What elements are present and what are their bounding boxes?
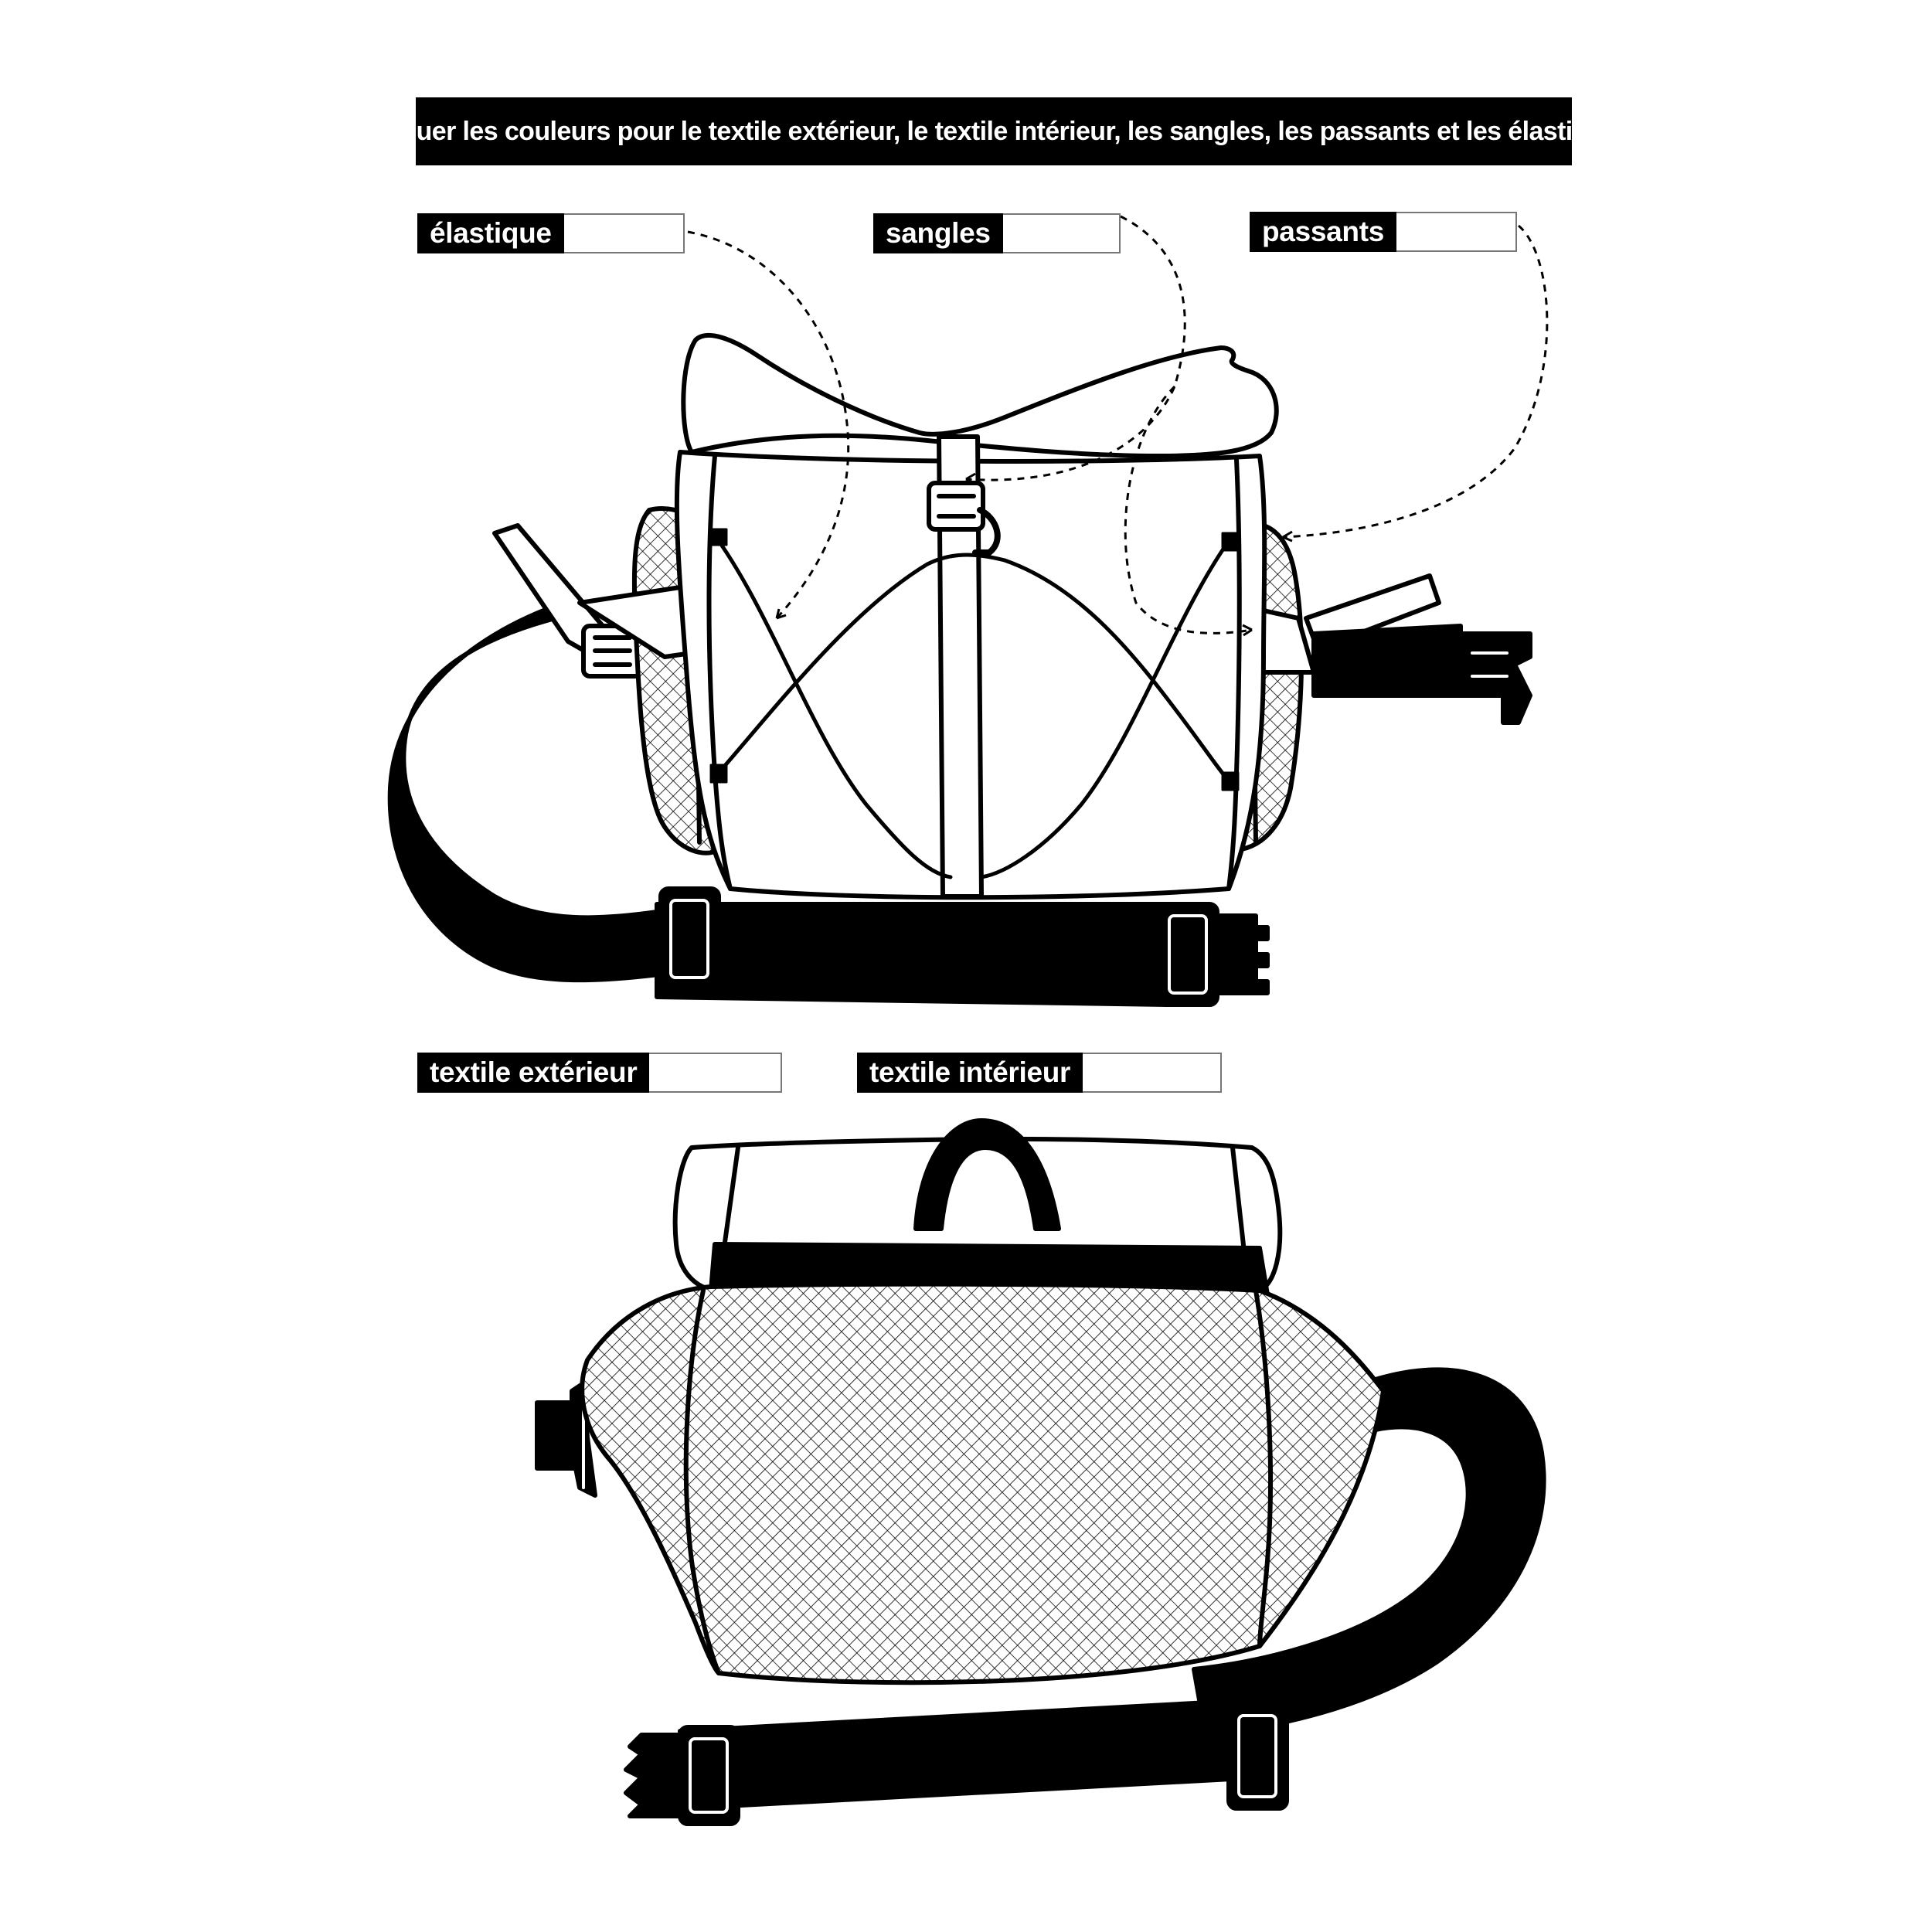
front-right-belt-stub	[1311, 624, 1463, 698]
sangles-color-input[interactable]	[1002, 213, 1121, 253]
front-bag-icon	[387, 332, 1532, 1007]
front-elastic-cord-left	[716, 539, 953, 879]
back-belt-buckle-left	[624, 1733, 682, 1818]
back-bag-icon	[535, 1118, 1546, 1826]
elastique-color-input[interactable]	[563, 213, 685, 253]
field-label-textile-exterieur: textile extérieur	[417, 1053, 650, 1093]
field-textile-exterieur: textile extérieur	[417, 1053, 782, 1093]
field-label-sangles: sangles	[873, 213, 1003, 253]
front-right-buckle	[1458, 631, 1532, 725]
front-belt-slider-left	[658, 886, 721, 992]
back-left-buckle	[535, 1381, 597, 1498]
leader-lines	[687, 215, 1549, 637]
passants-color-input[interactable]	[1396, 212, 1517, 252]
instructions-banner: Indiquer les couleurs pour le textile ex…	[355, 97, 1632, 165]
textile-interieur-color-input[interactable]	[1083, 1053, 1222, 1093]
front-belt-buckle-right	[1215, 913, 1270, 995]
field-elastique: élastique	[417, 213, 685, 253]
back-bottom-strap	[678, 1698, 1262, 1811]
textile-exterieur-color-input[interactable]	[649, 1053, 782, 1093]
front-center-strap	[937, 434, 984, 899]
field-label-elastique: élastique	[417, 213, 564, 253]
field-label-passants: passants	[1250, 212, 1397, 252]
back-belt-slider-right	[1226, 1702, 1289, 1811]
front-roll-top	[681, 332, 1279, 458]
front-belt-bottom	[655, 902, 1169, 1007]
front-elastic-cord-right	[1002, 558, 1231, 783]
front-center-buckle	[927, 481, 985, 532]
field-sangles: sangles	[873, 213, 1121, 253]
back-mesh-panel	[580, 1281, 1386, 1685]
back-handle-loop	[913, 1118, 1061, 1231]
field-label-textile-interieur: textile intérieur	[857, 1053, 1083, 1093]
field-passants: passants	[1250, 212, 1517, 252]
field-textile-interieur: textile intérieur	[857, 1053, 1222, 1093]
front-waist-belt	[387, 600, 667, 983]
